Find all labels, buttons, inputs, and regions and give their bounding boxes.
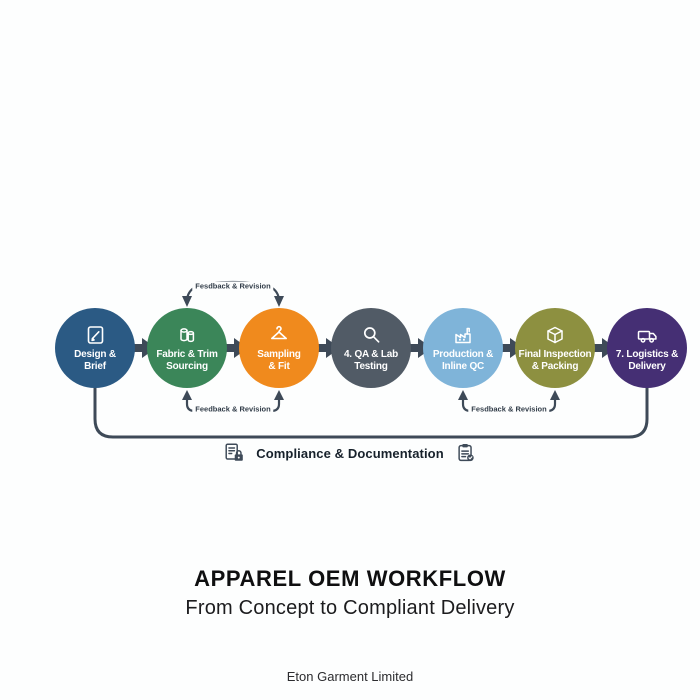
step-label-line1: Production & bbox=[432, 349, 494, 360]
step-circle-logistics-delivery: 7. Logistics & Delivery bbox=[607, 308, 687, 388]
company-name: Eton Garment Limited bbox=[286, 669, 414, 684]
step-circle-production-inline-qc: Production & Inline QC bbox=[423, 308, 503, 388]
feedback-label-top: Fesdback & Revision bbox=[192, 281, 274, 291]
step-label-line1: Final Inspection bbox=[518, 349, 592, 360]
fabric-rolls-icon bbox=[175, 323, 199, 347]
page-title: APPAREL OEM WORKFLOW bbox=[194, 566, 506, 591]
step-label-line2: Sourcing bbox=[166, 361, 208, 372]
step-circle-fabric-trim-sourcing: Fabric & Trim Sourcing bbox=[147, 308, 227, 388]
compliance-row: Compliance & Documentation bbox=[0, 442, 700, 464]
step-label-line1: Fabric & Trim bbox=[156, 349, 218, 360]
factory-icon bbox=[451, 323, 475, 347]
step-label-line2: Brief bbox=[84, 361, 106, 372]
title-block: APPAREL OEM WORKFLOW From Concept to Com… bbox=[0, 566, 700, 620]
step-label-line2: & Packing bbox=[531, 361, 579, 372]
step-circle-design-brief: Design & Brief bbox=[55, 308, 135, 388]
clipboard-check-icon bbox=[455, 442, 477, 464]
step-label-line1: 4. QA & Lab bbox=[343, 349, 399, 360]
step-circle-final-inspection-packing: Final Inspection & Packing bbox=[515, 308, 595, 388]
pencil-document-icon bbox=[83, 323, 107, 347]
feedback-label-bottom-left: Feedback & Revision bbox=[192, 404, 274, 414]
step-label-line2: Inline QC bbox=[441, 361, 485, 372]
feedback-label-bottom-right: Fesdback & Revision bbox=[468, 404, 550, 414]
step-circle-sampling-fit: Sampling & Fit bbox=[239, 308, 319, 388]
compliance-path bbox=[93, 386, 649, 439]
step-label-line2: Delivery bbox=[628, 361, 666, 372]
secure-document-lock-icon bbox=[223, 442, 245, 464]
step-label-line2: Testing bbox=[354, 361, 388, 372]
step-label-line2: & Fit bbox=[268, 361, 290, 372]
page-subtitle: From Concept to Compliant Delivery bbox=[185, 597, 515, 619]
package-box-icon bbox=[543, 323, 567, 347]
compliance-label: Compliance & Documentation bbox=[256, 445, 444, 461]
delivery-truck-icon bbox=[635, 323, 659, 347]
hanger-icon bbox=[267, 323, 291, 347]
step-label-line1: Sampling bbox=[257, 349, 301, 360]
magnifier-icon bbox=[359, 323, 383, 347]
step-circle-qa-lab-testing: 4. QA & Lab Testing bbox=[331, 308, 411, 388]
step-label-line1: Design & bbox=[74, 349, 116, 360]
step-label-line1: 7. Logistics & bbox=[615, 349, 679, 360]
